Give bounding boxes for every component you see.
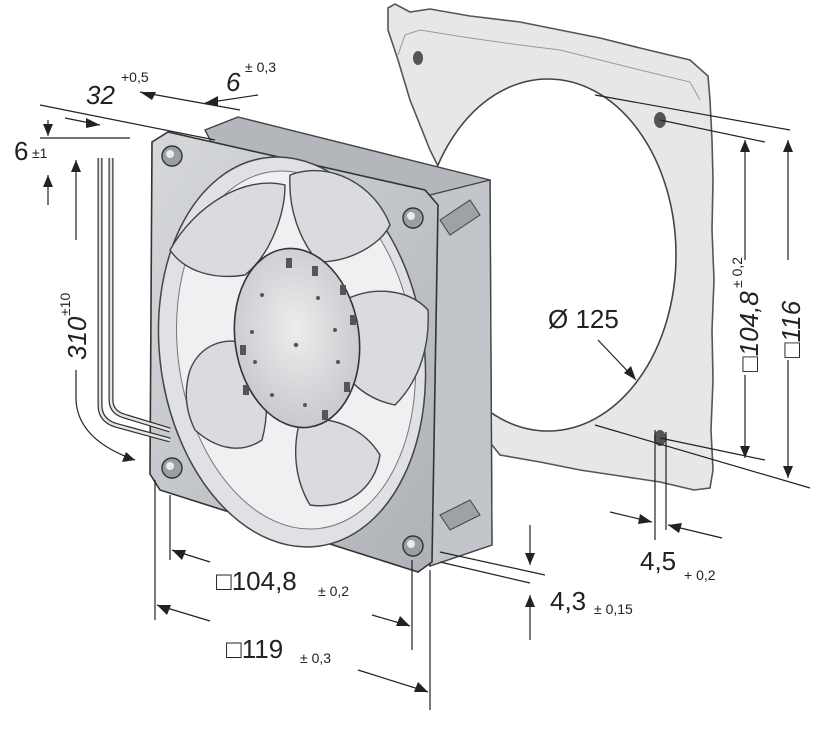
dimension-lines — [39, 91, 811, 710]
dim-hole-bottom-value: □104,8 — [216, 566, 297, 596]
dim-size-bottom-value: □119 — [226, 634, 283, 664]
dim-opening-value: Ø 125 — [548, 304, 619, 334]
dim-slot-tol: + 0,2 — [684, 567, 716, 583]
fan-blades — [169, 170, 429, 507]
dim-slot-value: 4,5 — [640, 546, 676, 576]
dim-depth-value: 32 — [86, 80, 115, 110]
dim-lead-offset-value: 6 — [14, 136, 28, 166]
dim-hole-depth-tol: ± 0,15 — [594, 601, 633, 617]
fan-body — [149, 116, 493, 573]
dim-flange-tol: ± 0,3 — [245, 59, 276, 75]
fan-blade — [289, 170, 391, 263]
fan-blade — [169, 182, 286, 278]
dim-hole-right-tol: ± 0,2 — [729, 257, 745, 288]
dim-size-bottom-tol: ± 0,3 — [300, 650, 331, 666]
dim-hole-bottom-tol: ± 0,2 — [318, 583, 349, 599]
dim-depth-tol: +0,5 — [121, 69, 149, 85]
dim-flange-value: 6 — [226, 67, 241, 97]
dim-lead-offset-tol: ±1 — [32, 145, 48, 161]
fan-blade — [295, 418, 381, 507]
dim-hole-depth-value: 4,3 — [550, 586, 586, 616]
dim-lead-length-value: 310 — [62, 316, 92, 360]
fan-hub — [233, 247, 361, 429]
dim-hole-right-value: □104,8 — [734, 291, 764, 372]
dimension-labels: 32 +0,5 6 ± 0,3 6 ±1 310 ±10 □104,8 ± 0,… — [14, 59, 806, 666]
dim-size-right-value: □116 — [776, 300, 806, 358]
dim-lead-length-tol: ±10 — [57, 293, 73, 316]
lead-wires — [97, 158, 171, 443]
guard-hole-top-left — [413, 51, 423, 65]
hub-detail — [240, 258, 356, 420]
